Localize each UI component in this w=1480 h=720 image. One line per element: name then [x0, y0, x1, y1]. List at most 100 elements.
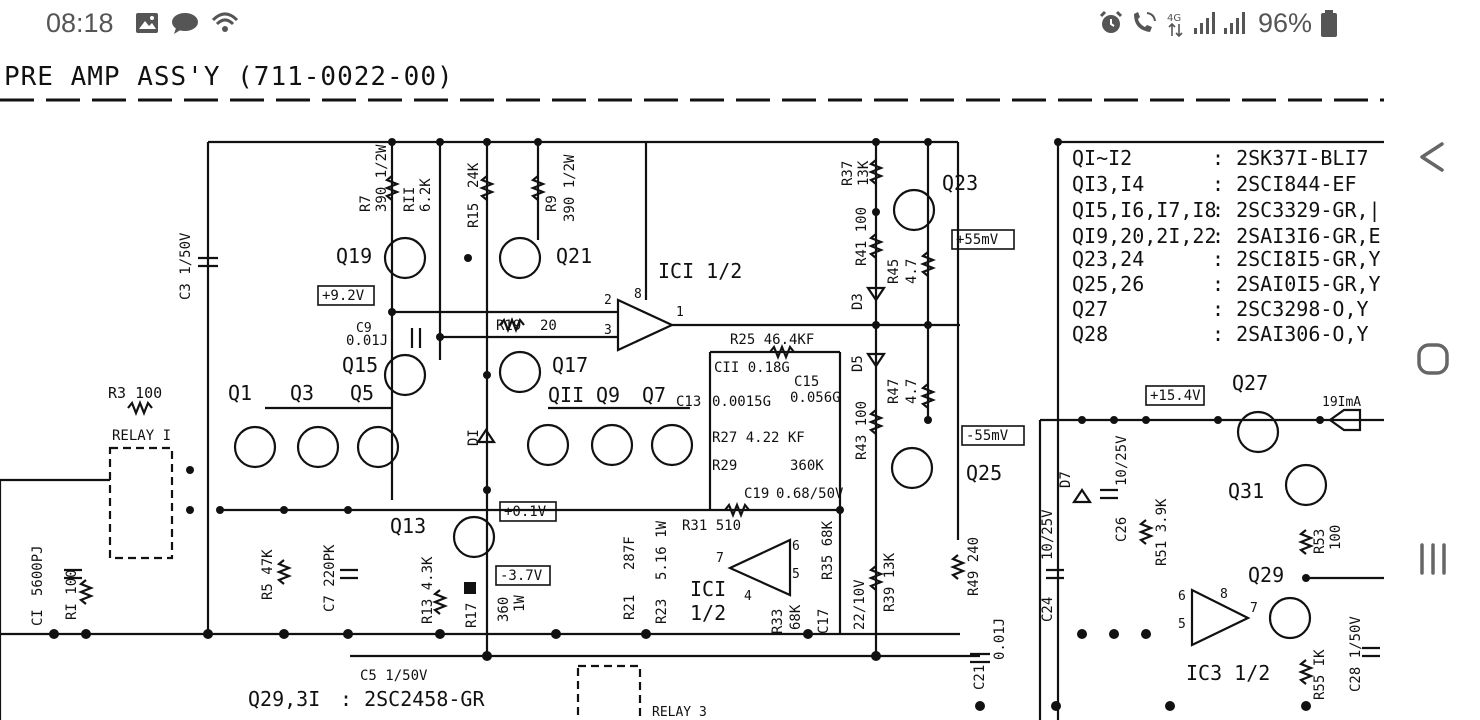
pin-label: 7	[716, 551, 724, 566]
label-r21: R21	[622, 595, 638, 620]
label-c11: CII 0.18G	[714, 360, 790, 376]
label-r15-value: 24K	[466, 162, 482, 188]
label-r19-value: 20	[540, 318, 557, 334]
label-c21: C21	[972, 665, 988, 690]
label-c7: C7 220PK	[322, 544, 338, 612]
label-r35: R35 68K	[820, 520, 836, 580]
pin-label: 5	[792, 567, 800, 582]
label-ic1b-half: 1/2	[690, 601, 726, 625]
label-r13: R13 4.3K	[420, 556, 436, 624]
label-r41: R41 100	[854, 207, 870, 266]
label-r5: R5 47K	[260, 549, 276, 600]
label-r45-value: 4.7	[904, 259, 920, 284]
pin-label: 2	[604, 293, 612, 308]
label-r43: R43 100	[854, 401, 870, 460]
label-c17: C17	[816, 609, 832, 634]
back-button[interactable]	[1384, 112, 1480, 202]
label-r27: R27 4.22 KF	[712, 430, 805, 446]
pin-label: 8	[1220, 587, 1228, 602]
label-q3: Q3	[290, 381, 314, 405]
navigation-bar	[1384, 0, 1480, 720]
label-q7: Q7	[642, 383, 666, 407]
label-c26-value: 10/25V	[1114, 435, 1130, 486]
parts-value: : 2SAI306-O,Y	[1212, 322, 1369, 346]
label-r31: R31 510	[682, 518, 741, 534]
label-v3: -3.7V	[500, 568, 543, 584]
label-r29: R29	[712, 458, 737, 474]
parts-value: : 2SAI0I5-GR,Y	[1212, 272, 1381, 296]
label-r53: R53	[1312, 529, 1328, 554]
label-r49: R49 240	[966, 537, 982, 596]
label-r45: R45	[886, 259, 902, 284]
label-r17-watt: 1W	[512, 595, 528, 612]
label-q9: Q9	[596, 383, 620, 407]
recents-button[interactable]	[1384, 514, 1480, 604]
label-r11-value: 6.2K	[418, 178, 434, 212]
label-current: 19ImA	[1322, 395, 1361, 410]
label-q1: Q1	[228, 381, 252, 405]
label-c15-value: 0.056G	[790, 390, 841, 406]
label-q25: Q25	[966, 461, 1002, 485]
label-q31: Q31	[1228, 479, 1264, 503]
label-r17-value: 360	[496, 597, 512, 622]
label-c24: C24	[1040, 597, 1056, 622]
label-q11: QII	[548, 383, 584, 407]
label-d7: D7	[1058, 471, 1074, 488]
pin-label: 5	[1178, 617, 1186, 632]
parts-ref: Q25,26	[1072, 272, 1144, 296]
label-r55: R55 IK	[1312, 649, 1328, 700]
parts-ref: Q23,24	[1072, 247, 1144, 271]
label-v2: +0.1V	[504, 504, 547, 520]
label-r39: R39 13K	[882, 552, 898, 612]
label-r1: RI 100	[64, 569, 80, 620]
pin-label: 4	[744, 589, 752, 604]
label-v6: +15.4V	[1150, 388, 1201, 404]
cloud-chat-icon	[172, 13, 198, 34]
label-c28: C28 1/50V	[1348, 616, 1364, 692]
label-v1: +9.2V	[322, 288, 365, 304]
label-relay1: RELAY I	[112, 428, 171, 444]
label-c5: C5 1/50V	[360, 668, 428, 684]
signal-bars-icon	[1194, 12, 1215, 34]
label-ic3: IC3 1/2	[1186, 661, 1270, 685]
label-q29-31-part: : 2SC2458-GR	[340, 687, 485, 711]
label-r11: RII	[402, 187, 418, 212]
label-d5: D5	[850, 355, 866, 372]
label-c13-value: 0.0015G	[712, 394, 771, 410]
back-icon	[1420, 142, 1444, 172]
label-c26: C26	[1114, 517, 1130, 542]
label-q19: Q19	[336, 244, 372, 268]
label-q13: Q13	[390, 514, 426, 538]
label-r9: R9	[544, 195, 560, 212]
label-r33-value: 68K	[788, 604, 804, 630]
svg-text:4G: 4G	[1167, 13, 1181, 24]
label-r37-value: 13K	[856, 160, 872, 186]
label-r33: R33	[770, 609, 786, 634]
schematic-drawing: Q19 Q21 Q15 Q17 Q1 Q3 Q5 QII Q9 Q7 Q13 Q…	[0, 98, 1384, 720]
label-v5: -55mV	[966, 428, 1009, 444]
parts-value: : 2SC3298-O,Y	[1212, 297, 1369, 321]
label-r15: R15	[466, 203, 482, 228]
alarm-icon	[1099, 10, 1123, 33]
schematic-image[interactable]: PRE AMP ASS'Y (711-0022-00)	[0, 48, 1384, 720]
signal-bars-icon	[1224, 12, 1245, 34]
label-r9-value: 390 1/2W	[562, 154, 578, 222]
label-c1-value: 5600PJ	[30, 545, 46, 596]
label-q5: Q5	[350, 381, 374, 405]
parts-ref: QI3,I4	[1072, 172, 1144, 196]
home-button[interactable]	[1384, 314, 1480, 404]
label-r25: R25 46.4KF	[730, 332, 814, 348]
label-c19-value: 0.68/50V	[776, 486, 844, 502]
parts-value: : 2SAI3I6-GR,E	[1212, 224, 1381, 248]
schematic-title: PRE AMP ASS'Y (711-0022-00)	[4, 62, 454, 92]
recents-icon	[1420, 543, 1446, 575]
4g-data-icon: 4G	[1167, 13, 1183, 38]
wifi-call-icon	[211, 12, 239, 32]
label-c24-value: 10/25V	[1040, 509, 1056, 560]
label-ic1b: ICI	[690, 577, 726, 601]
label-c9-value: 0.01J	[346, 333, 388, 349]
label-r3: R3 100	[108, 384, 162, 402]
label-c19: C19	[744, 486, 769, 502]
gallery-icon	[136, 13, 158, 33]
label-r47: R47	[886, 379, 902, 404]
